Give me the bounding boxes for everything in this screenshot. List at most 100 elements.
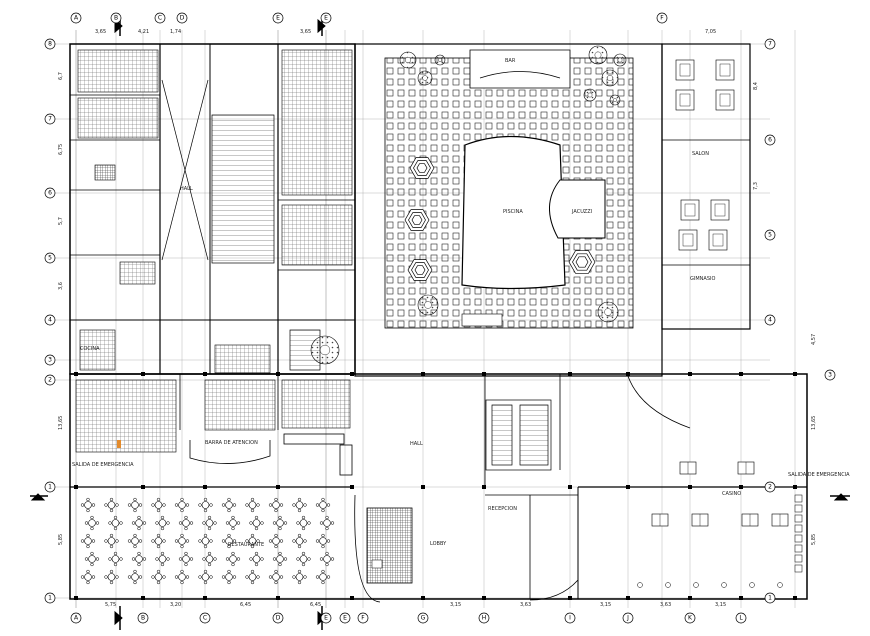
lobby-carpet — [366, 507, 413, 584]
room-label-piscina: PISCINA — [503, 209, 523, 215]
room-label-hall: HALL — [410, 441, 423, 447]
table-42 — [268, 533, 284, 549]
axis-row-right-6: 1 — [764, 592, 776, 604]
axis-row-right-4-label: 3 — [828, 372, 832, 379]
axis-row-left-1: 7 — [44, 113, 56, 125]
salon-item-7 — [708, 229, 728, 251]
casino-table-1 — [737, 461, 755, 475]
axis-col-bottom-8: H — [478, 612, 490, 624]
axis-col-top-3-label: D — [180, 15, 185, 22]
axis-row-right-5-label: 2 — [768, 484, 772, 491]
dim-right-0: 8,4 — [753, 82, 759, 90]
table-48 — [296, 551, 311, 567]
room-label-barra: BARRA DE ATENCION — [205, 440, 258, 446]
axis-col-bottom-0-label: A — [74, 615, 79, 622]
column-19 — [482, 485, 486, 489]
axis-col-top-6-label: F — [660, 15, 664, 22]
axis-row-right-6-label: 1 — [768, 595, 772, 602]
table-27 — [198, 533, 213, 549]
salon-item-4 — [680, 199, 700, 221]
room-label-gimnasio: GIMNASIO — [690, 276, 715, 282]
casino-table-0 — [679, 461, 697, 475]
building-walls — [69, 43, 808, 603]
axis-col-bottom-5: E — [339, 612, 351, 624]
room-label-salida-right: SALIDA DE EMERGENCIA — [788, 472, 850, 478]
table-53 — [319, 551, 335, 567]
dim-bottom-5: 3,63 — [520, 602, 531, 608]
axis-col-bottom-9: I — [564, 612, 576, 624]
table-2 — [80, 533, 96, 549]
gazebo-4 — [568, 250, 596, 274]
dim-bottom-2: 6,45 — [240, 602, 251, 608]
table-14 — [127, 569, 143, 585]
axis-row-right-0-label: 7 — [768, 41, 772, 48]
column-1 — [74, 485, 78, 489]
column-8 — [203, 596, 207, 600]
room-label-salon: SALON — [692, 151, 709, 157]
axis-row-right-2: 5 — [764, 229, 776, 241]
table-1 — [84, 515, 100, 531]
salon-item-0 — [675, 59, 695, 81]
column-31 — [739, 485, 743, 489]
column-14 — [350, 596, 354, 600]
tree-6 — [417, 294, 439, 316]
dim-top-4: 7,05 — [705, 29, 716, 35]
table-45 — [292, 497, 307, 513]
axis-row-right-1: 6 — [764, 134, 776, 146]
room-label-bar: BAR — [505, 58, 516, 64]
axis-col-bottom-10-label: J — [626, 615, 629, 622]
axis-row-left-0-label: 8 — [48, 41, 52, 48]
axis-col-bottom-12: L — [735, 612, 747, 624]
dim-bottom-6: 3,15 — [600, 602, 611, 608]
dim-right-4: 5,85 — [811, 534, 817, 545]
column-16 — [421, 485, 425, 489]
column-10 — [276, 485, 280, 489]
salon-item-6 — [678, 229, 698, 251]
axis-col-bottom-0: A — [70, 612, 82, 624]
axis-col-bottom-8-label: H — [482, 615, 487, 622]
table-40 — [268, 497, 284, 513]
dim-top-2: 1,74 — [170, 29, 181, 35]
axis-col-top-4: E — [272, 12, 284, 24]
section-markers — [30, 18, 850, 630]
dim-top-3: 3,65 — [300, 29, 311, 35]
casino-table-2 — [651, 513, 669, 527]
axis-col-top-5: E — [320, 12, 332, 24]
slot-machine-1 — [794, 504, 803, 513]
column-5 — [141, 596, 145, 600]
axis-col-top-0: A — [70, 12, 82, 24]
slot-machine-7 — [794, 564, 803, 573]
column-29 — [688, 596, 692, 600]
slot-machine-5 — [794, 544, 803, 553]
column-21 — [568, 372, 572, 376]
table-26 — [202, 515, 217, 531]
axis-col-bottom-6: F — [357, 612, 369, 624]
axis-col-bottom-11: K — [684, 612, 696, 624]
axis-row-left-2-label: 6 — [48, 190, 52, 197]
dim-right-1: 7,3 — [753, 182, 759, 190]
axis-row-left-7-label: 1 — [48, 484, 52, 491]
table-51 — [319, 515, 335, 531]
restaurant-tables — [80, 497, 335, 585]
axis-col-bottom-4-label: E — [324, 615, 328, 622]
axis-row-left-1-label: 7 — [48, 116, 52, 123]
tree-8 — [434, 54, 446, 66]
axis-col-bottom-2: C — [199, 612, 211, 624]
stairs — [161, 79, 552, 471]
axis-col-top-2: C — [154, 12, 166, 24]
barra-counter — [189, 433, 353, 476]
table-9 — [104, 569, 119, 585]
axis-col-bottom-10: J — [622, 612, 634, 624]
dim-left-0: 6,7 — [58, 72, 64, 80]
column-18 — [482, 372, 486, 376]
column-7 — [203, 485, 207, 489]
tree-7 — [597, 301, 619, 323]
axis-col-bottom-11-label: K — [688, 615, 693, 622]
axis-row-left-0: 8 — [44, 38, 56, 50]
axis-col-top-0-label: A — [74, 15, 79, 22]
axis-col-bottom-1-label: B — [141, 615, 145, 622]
slot-machine-3 — [794, 524, 803, 533]
column-22 — [568, 485, 572, 489]
salon-item-2 — [675, 89, 695, 111]
jacuzzi-basin — [549, 179, 606, 239]
